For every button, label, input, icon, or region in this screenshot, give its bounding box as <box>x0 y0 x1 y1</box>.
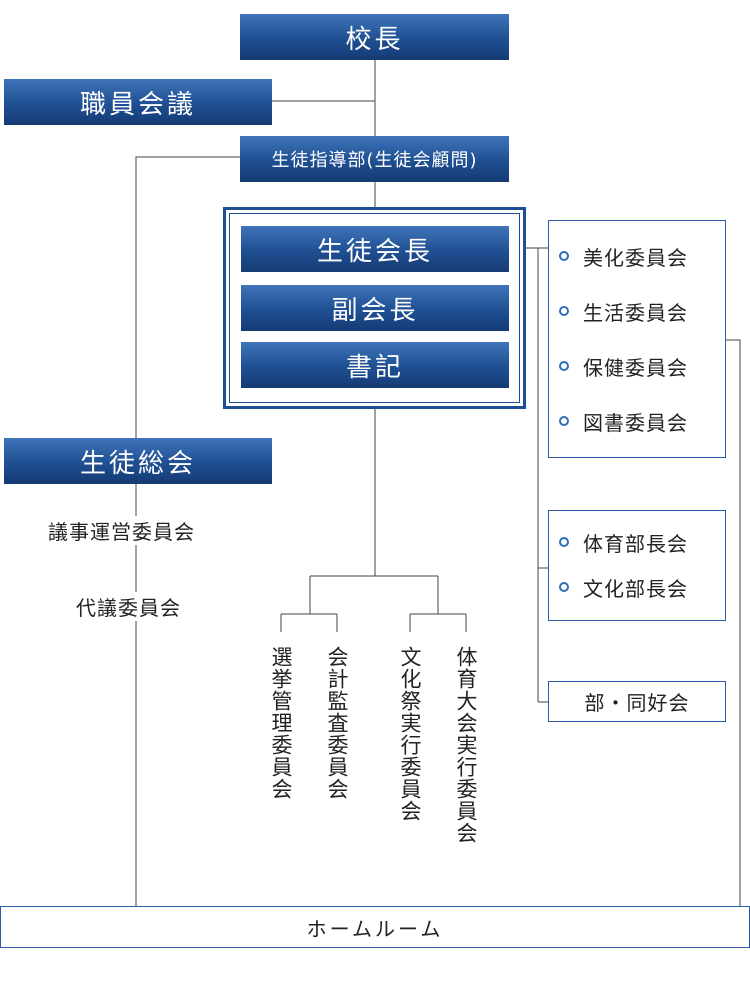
committee-item: 文化部長会 <box>559 572 688 602</box>
sports-festival-committee-label: 体育大会実行委員会 <box>454 646 478 844</box>
committee-item: 美化委員会 <box>559 241 688 271</box>
committee-label: 美化委員会 <box>583 245 688 270</box>
circle-bullet-icon <box>559 251 569 261</box>
committee-item: 保健委員会 <box>559 351 688 381</box>
committee-item: 生活委員会 <box>559 296 688 326</box>
circle-bullet-icon <box>559 361 569 371</box>
election-committee-label: 選挙管理委員会 <box>269 646 293 800</box>
homeroom-box: ホームルーム <box>0 906 750 948</box>
committee-label: 体育部長会 <box>583 531 688 556</box>
committee-label: 保健委員会 <box>583 355 688 380</box>
president-box: 生徒会長 <box>241 226 509 272</box>
staff-meeting-box: 職員会議 <box>4 79 272 125</box>
committee-label: 図書委員会 <box>583 410 688 435</box>
committees-box: 美化委員会 生活委員会 保健委員会 図書委員会 <box>548 220 726 458</box>
delegates-committee-label: 代議委員会 <box>74 592 183 621</box>
committee-item: 図書委員会 <box>559 406 688 436</box>
circle-bullet-icon <box>559 537 569 547</box>
committee-label: 生活委員会 <box>583 300 688 325</box>
committee-item: 体育部長会 <box>559 527 688 557</box>
guidance-dept-box: 生徒指導部(生徒会顧問) <box>240 136 509 182</box>
principal-box: 校長 <box>240 14 509 60</box>
general-assembly-box: 生徒総会 <box>4 438 272 484</box>
circle-bullet-icon <box>559 416 569 426</box>
vice-president-box: 副会長 <box>241 285 509 331</box>
audit-committee-label: 会計監査委員会 <box>325 646 349 800</box>
steering-committee-label: 議事運営委員会 <box>46 516 197 545</box>
secretary-box: 書記 <box>241 342 509 388</box>
clubs-box: 部・同好会 <box>548 681 726 722</box>
club-leaders-box: 体育部長会 文化部長会 <box>548 510 726 621</box>
circle-bullet-icon <box>559 306 569 316</box>
circle-bullet-icon <box>559 582 569 592</box>
committee-label: 文化部長会 <box>583 576 688 601</box>
culture-festival-committee-label: 文化祭実行委員会 <box>398 646 422 822</box>
